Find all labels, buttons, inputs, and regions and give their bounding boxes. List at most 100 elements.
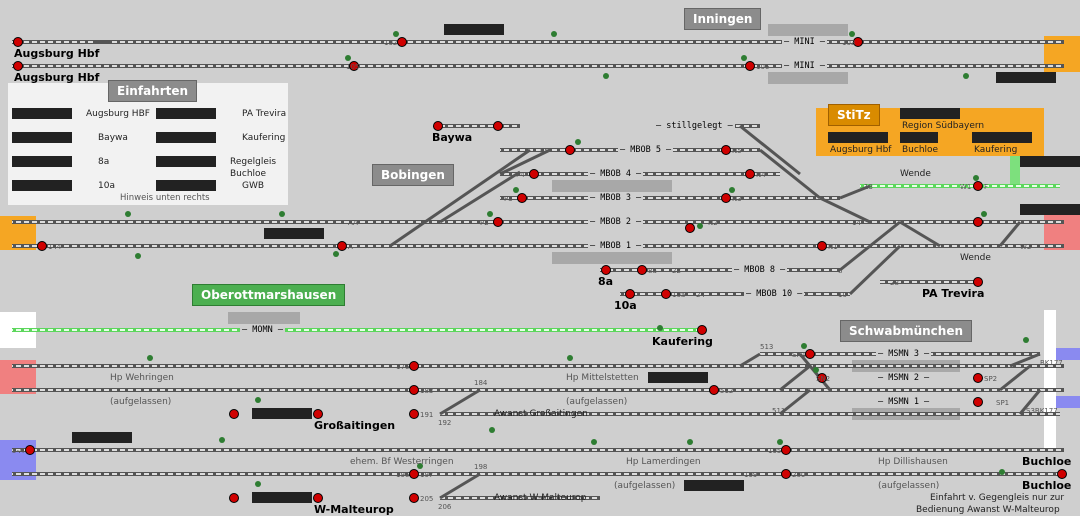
sig-198: 198 [474, 463, 488, 471]
sig-102: 102 [384, 39, 398, 47]
zone-right-white [1044, 310, 1056, 450]
track-msmn2: – MSMN 2 – [876, 373, 932, 383]
legend-baywa: Baywa [98, 133, 128, 143]
title-stitz: StiTz [828, 104, 880, 126]
sig-511: 511 [772, 407, 786, 415]
sig-n5: N5 [732, 147, 742, 155]
title-bobingen: Bobingen [372, 164, 454, 186]
track-mbob10: – MBOB 10 – [744, 289, 805, 299]
sig-13: 13 [864, 183, 873, 191]
sig-197: 197 [420, 471, 434, 479]
halt-lamerdingen: Hp Lamerdingen [626, 457, 701, 467]
station-kaufering: Kaufering [652, 335, 713, 348]
sig-n3: N3 [732, 195, 742, 203]
halt-awanst-grossaitingen: Awanst Großaitingen [494, 409, 588, 419]
station-augsburg-hbf-1: Augsburg Hbf [14, 47, 100, 60]
track-wende-1: Wende [900, 169, 931, 179]
sig-p2: P2 [480, 219, 489, 227]
sig-a: A [348, 243, 353, 251]
sig-s3bk177: S3BK177 [1026, 407, 1058, 415]
sig-28: 28 [890, 279, 899, 287]
halt-aufgelassen-1: (aufgelassen) [110, 397, 172, 407]
sig-w2: W2 [1020, 243, 1032, 251]
stitz-region: Region Südbayern [902, 121, 985, 131]
halt-aufgelassen-2: (aufgelassen) [566, 397, 628, 407]
sig-22: 22 [672, 267, 681, 275]
legend-10a: 10a [98, 181, 115, 191]
sig-205: 205 [420, 495, 434, 503]
sig-512: 512 [720, 387, 734, 395]
sig-p4: P4 [516, 171, 525, 179]
sig-176: 176 [396, 363, 410, 371]
track-mbob2: – MBOB 2 – [588, 217, 644, 227]
sig-sp2: SP2 [984, 375, 998, 383]
stitz-buchloe: Buchloe [902, 145, 939, 155]
sig-p3: P3 [504, 195, 513, 203]
station-w-malteurop: W-Malteurop [314, 503, 394, 516]
station-buchloe-1: Buchloe [1022, 455, 1072, 468]
sig-192: 192 [438, 419, 452, 427]
sig-p5: P5 [540, 147, 549, 155]
legend-buchloe: Buchloe [230, 169, 267, 179]
track-stillgelegt: – stillgelegt – [654, 121, 735, 131]
sig-103: 103 [842, 39, 856, 47]
sig-n4: N4 [756, 171, 766, 179]
sig-10a: 10a [672, 291, 686, 299]
legend-hinweis: Hinweis unten rechts [120, 193, 210, 203]
legend-augsburg: Augsburg HBF [86, 109, 150, 119]
track-msmn1: – MSMN 1 – [876, 397, 932, 407]
halt-westerringen: ehem. Bf Westerringen [350, 457, 454, 467]
stitz-kaufering: Kaufering [974, 145, 1018, 155]
sig-144: 144 [48, 243, 62, 251]
track-mbob5: – MBOB 5 – [618, 145, 674, 155]
track-mbob3: – MBOB 3 – [588, 193, 644, 203]
title-inningen: Inningen [684, 8, 762, 30]
sig-195: 195 [768, 447, 782, 455]
sig-196: 196 [396, 471, 410, 479]
track-mbob1: – MBOB 1 – [588, 241, 644, 251]
sig-199: 199 [744, 471, 758, 479]
sig-10: 10 [838, 291, 847, 299]
title-oberottmarshausen: Oberottmarshausen [192, 284, 346, 306]
stitz-green-marker [1010, 156, 1020, 184]
title-schwabmuenchen: Schwabmünchen [840, 320, 972, 342]
sig-sn1: SN1 [792, 351, 807, 359]
track-mbob8: – MBOB 8 – [732, 265, 788, 275]
sig-200: 200 [792, 471, 806, 479]
sig-24: 24 [696, 291, 705, 299]
sig-5a: 5-A [12, 447, 24, 455]
halt-awanst-w-malteurop: Awanst W-Malteurop [494, 493, 587, 503]
sig-191: 191 [420, 411, 434, 419]
track-msmn3: – MSMN 3 – [876, 349, 932, 359]
station-pa-trevira: PA Trevira [922, 287, 985, 300]
legend-regelgleis: Regelgleis [230, 157, 277, 167]
sig-sn2: SN2 [816, 375, 831, 383]
station-buchloe-2: Buchloe [1022, 479, 1072, 492]
sig-f: F [984, 183, 989, 191]
halt-aufgelassen-4: (aufgelassen) [878, 481, 940, 491]
track-mini-1: – MINI – [782, 37, 827, 47]
einfahrt-note-2: Bedienung Awanst W-Malteurop [916, 505, 1060, 515]
track-momn: – MOMN – [240, 325, 285, 335]
sig-8: 8 [838, 267, 843, 275]
einfahrt-note-1: Einfahrt v. Gegengleis nur zur [930, 493, 1065, 503]
sig-206: 206 [438, 503, 452, 511]
sig-106: 106 [756, 63, 770, 71]
signals [13, 37, 1067, 503]
halt-wehringen: Hp Wehringen [110, 373, 174, 383]
sig-n2: N2 [708, 219, 718, 227]
sig-14: 14 [852, 219, 861, 227]
sig-184: 184 [474, 379, 488, 387]
sig-513: 513 [760, 343, 774, 351]
halt-mittelstetten: Hp Mittelstetten [566, 373, 639, 383]
legend-kaufering: Kaufering [242, 133, 286, 143]
halt-aufgelassen-3: (aufgelassen) [614, 481, 676, 491]
sig-sp1: SP1 [996, 399, 1010, 407]
track-mini-2: – MINI – [782, 61, 827, 71]
sig-n1: N1 [828, 243, 838, 251]
station-baywa: Baywa [432, 131, 473, 144]
sig-aa: AA [348, 219, 358, 227]
track-mbob4: – MBOB 4 – [588, 169, 644, 179]
